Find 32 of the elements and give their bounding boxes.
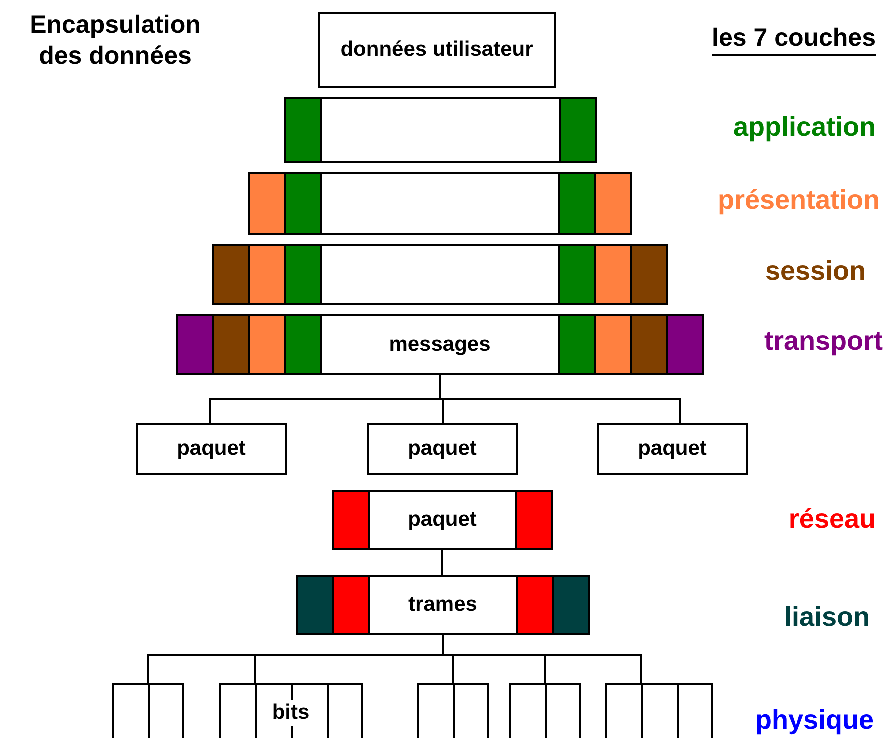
layer-name: réseau	[788, 503, 876, 535]
bit-frame	[219, 683, 363, 738]
node-label: paquet	[407, 507, 478, 533]
node-label: données utilisateur	[340, 37, 534, 63]
layer-name: présentation	[718, 184, 880, 216]
data-unit-bar	[212, 244, 668, 305]
node-label: messages	[388, 332, 492, 358]
heading-label: les 7 couches	[712, 22, 876, 56]
data-unit-bar	[284, 97, 597, 163]
data-unit-bar	[248, 172, 632, 235]
layer-name: liaison	[784, 601, 870, 633]
data-unit-bar	[332, 490, 553, 550]
layer-name: physique	[755, 704, 874, 736]
data-box	[597, 423, 748, 475]
data-box	[367, 423, 518, 475]
node-label: trames	[408, 592, 478, 618]
connector-line	[442, 550, 444, 575]
node-label: paquet	[176, 436, 247, 462]
data-unit-bar	[296, 575, 590, 635]
data-box	[136, 423, 287, 475]
data-box	[318, 12, 556, 88]
data-unit-bar	[176, 314, 704, 375]
layer-name: session	[765, 255, 866, 287]
bit-frame	[605, 683, 713, 738]
bit-frame	[417, 683, 489, 738]
node-label: paquet	[407, 436, 478, 462]
layer-name: application	[733, 111, 876, 143]
diagram-title: Encapsulation des données	[29, 10, 202, 72]
node-label: paquet	[637, 436, 708, 462]
layer-name: transport	[764, 325, 883, 357]
bit-frame	[112, 683, 184, 738]
bit-frame	[509, 683, 581, 738]
